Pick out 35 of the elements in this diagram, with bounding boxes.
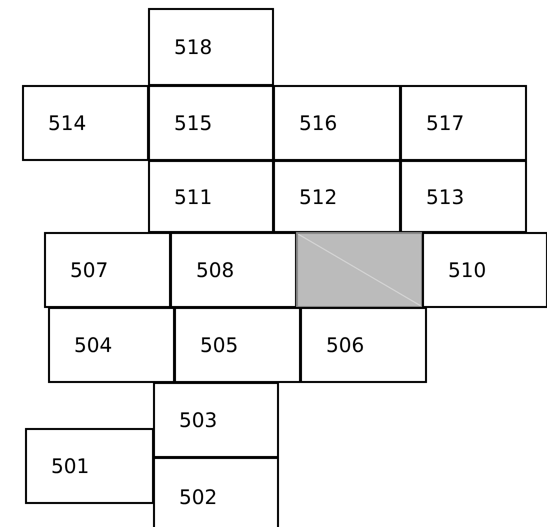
room-number: 510	[448, 258, 486, 282]
room-box	[148, 160, 274, 233]
room-box	[273, 85, 401, 161]
room-box	[153, 457, 279, 527]
room-box	[400, 85, 527, 161]
room-number: 504	[74, 333, 112, 357]
room-box	[170, 232, 297, 308]
room-box	[48, 307, 175, 383]
room-number: 516	[299, 111, 338, 135]
room-number: 508	[196, 258, 234, 282]
room-number: 502	[179, 485, 218, 509]
room-box	[148, 85, 274, 161]
room-number: 512	[299, 184, 338, 208]
room-number: 511	[174, 184, 212, 208]
room-box	[153, 382, 279, 458]
room-box	[273, 160, 401, 233]
room-box	[300, 307, 427, 383]
room-box	[25, 428, 154, 504]
room-box	[422, 232, 547, 308]
room-number: 505	[200, 333, 238, 357]
shaded-box	[296, 232, 423, 308]
room-number: 517	[426, 111, 464, 135]
room-number: 503	[179, 408, 218, 432]
room-box	[22, 85, 149, 161]
room-number: 507	[70, 258, 108, 282]
room-number: 518	[174, 35, 212, 59]
room-number: 514	[48, 111, 86, 135]
room-box	[148, 8, 274, 86]
room-number: 513	[426, 184, 464, 208]
room-number: 515	[174, 111, 212, 135]
room-number: 506	[326, 333, 364, 357]
room-box	[44, 232, 171, 308]
room-box	[174, 307, 301, 383]
room-box	[400, 160, 527, 233]
room-number: 501	[51, 454, 90, 478]
